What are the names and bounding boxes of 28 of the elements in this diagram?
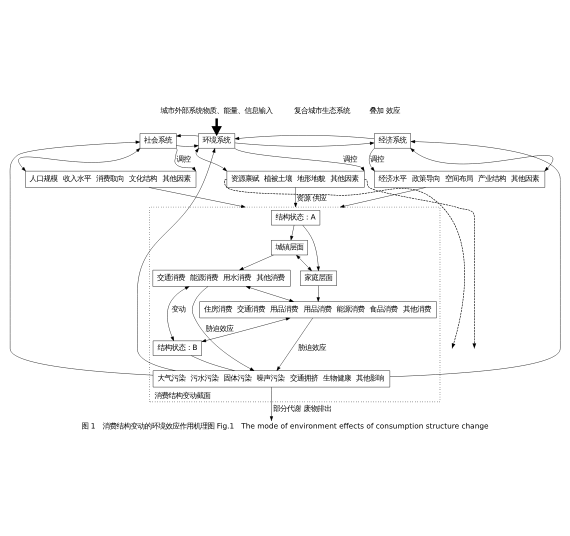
arrow <box>176 134 199 138</box>
connector <box>190 355 235 371</box>
arrow <box>270 387 274 421</box>
arrow <box>202 317 290 342</box>
arrow <box>192 286 254 371</box>
arrow <box>234 142 374 147</box>
arrow <box>194 148 228 172</box>
arrow <box>410 148 553 172</box>
arrow <box>368 148 375 172</box>
arrow <box>18 148 140 172</box>
arrow <box>390 140 560 377</box>
arrow <box>294 187 298 208</box>
arrow <box>234 148 365 172</box>
arrow <box>239 254 274 270</box>
arrow <box>246 286 294 302</box>
arrow <box>10 140 154 376</box>
arrow <box>290 224 294 240</box>
arrow <box>174 148 196 172</box>
arrow <box>296 254 312 272</box>
arrow <box>340 187 426 208</box>
arrow <box>276 318 313 371</box>
arrow <box>234 135 374 140</box>
arrow <box>137 148 216 371</box>
arrow <box>176 144 199 148</box>
arrow <box>316 285 320 302</box>
arrow <box>148 187 246 208</box>
arrow <box>302 225 320 271</box>
arrow <box>167 286 190 342</box>
